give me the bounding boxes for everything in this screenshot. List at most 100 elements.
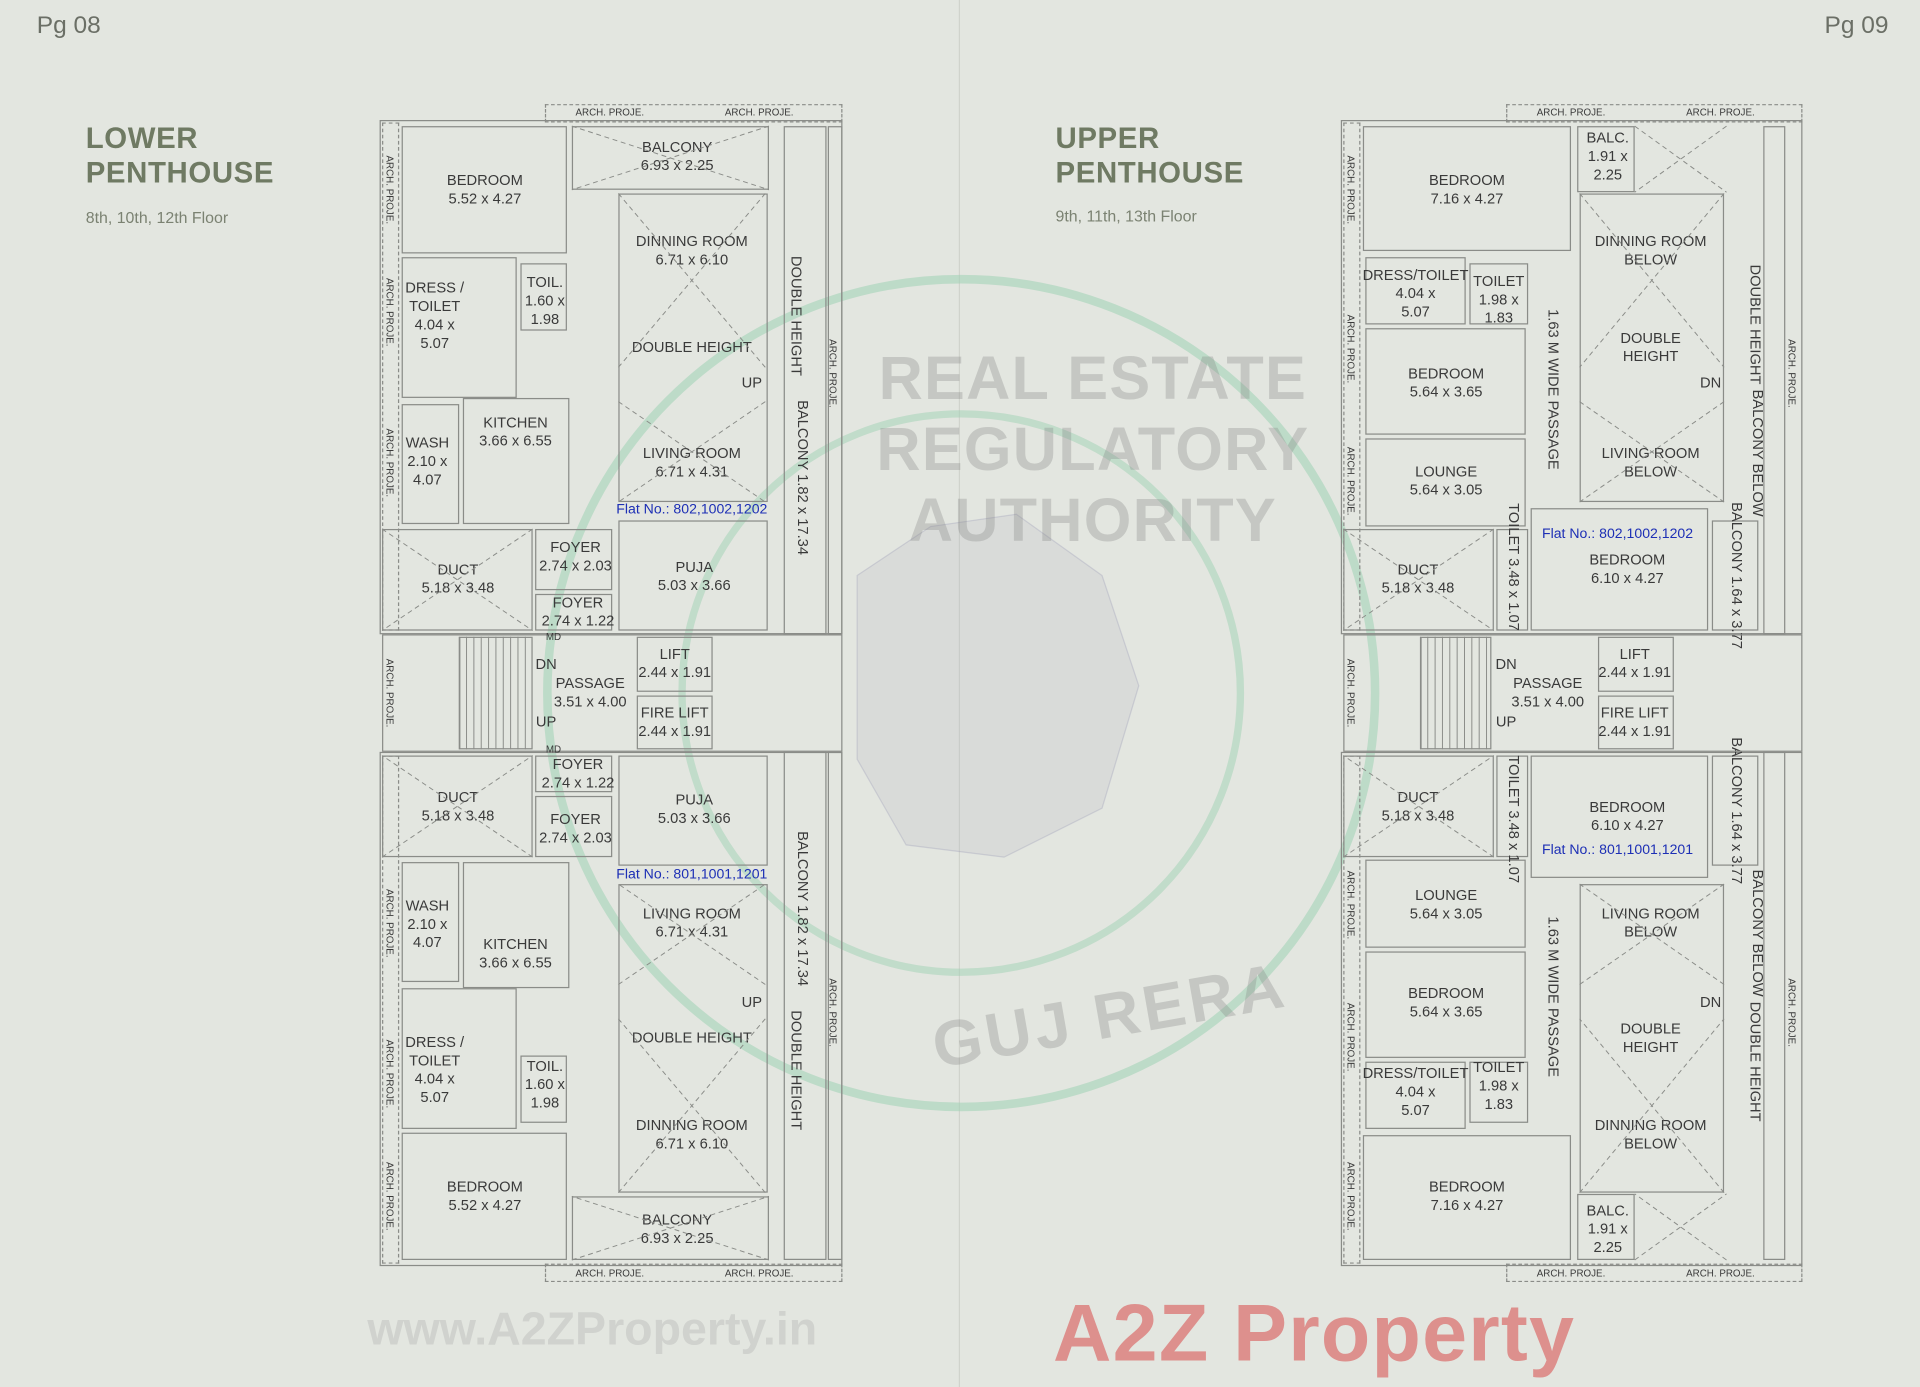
room-dimensions: 2.10 x 4.07 xyxy=(407,915,448,951)
room-label: LOUNGE 5.64 x 3.05 xyxy=(1410,463,1483,500)
room-dimensions: 5.18 x 3.48 xyxy=(1381,806,1455,825)
room-label: BEDROOM 5.64 x 3.65 xyxy=(1408,984,1484,1021)
room-wall xyxy=(462,397,570,525)
room-wall xyxy=(462,862,570,989)
room-name: LOUNGE xyxy=(1415,462,1478,481)
room-name: FOYER xyxy=(550,810,601,828)
arch-projection-label: ARCH. PROJE. xyxy=(383,658,395,728)
room-name: DOUBLE HEIGHT xyxy=(787,1010,806,1131)
room-name: WASH xyxy=(405,896,450,915)
room-dimensions: 4.04 x 5.07 xyxy=(414,315,455,352)
room-label: DN xyxy=(1700,374,1721,392)
room-wall xyxy=(1365,951,1526,1058)
room-dimensions: 7.16 x 4.27 xyxy=(1430,1196,1504,1214)
brand-text: A2Z Property xyxy=(1053,1286,1576,1378)
stair-up-label: UP xyxy=(1495,713,1517,731)
fire-lift-label: FIRE LIFT 2.44 x 1.91 xyxy=(638,704,711,741)
room-wall xyxy=(535,755,613,793)
room-name: DOUBLE HEIGHT xyxy=(787,255,806,376)
room-label: BALCONY 6.93 x 2.25 xyxy=(641,1211,714,1248)
room-dimensions: 2.74 x 2.03 xyxy=(539,557,612,575)
room-wall xyxy=(401,404,460,525)
room-wall xyxy=(1577,126,1635,193)
room-name: BALCONY xyxy=(794,831,812,902)
room-label: KITCHEN 3.66 x 6.55 xyxy=(479,414,552,451)
room-name: DUCT xyxy=(437,560,479,578)
room-wall xyxy=(1365,257,1466,325)
room-label: FOYER 2.74 x 2.03 xyxy=(539,539,612,576)
room-dimensions: 4.04 x 5.07 xyxy=(1395,1083,1436,1119)
flat-number-label: Flat No.: 801,1001,1201 xyxy=(1541,843,1694,858)
stair-down-label: DN xyxy=(535,655,557,673)
room-name: BEDROOM xyxy=(1589,798,1666,816)
room-label: DOUBLE HEIGHT xyxy=(787,1010,805,1130)
fire-lift-shaft xyxy=(636,695,713,750)
title-line-2: PENTHOUSE xyxy=(85,156,275,190)
room-name: TOIL. xyxy=(526,273,564,291)
room-name: DUCT xyxy=(437,788,479,806)
room-label: LIVING ROOM 6.71 x 4.31 xyxy=(643,905,741,942)
main-door-label: MD xyxy=(545,631,562,643)
room-dimensions: 5.03 x 3.66 xyxy=(657,809,731,827)
room-wall xyxy=(1365,1061,1466,1129)
room-dimensions: 1.64 x 3.77 xyxy=(1728,811,1746,885)
arch-projection-label: ARCH. PROJE. xyxy=(827,978,839,1047)
room-label: DINNING ROOM BELOW xyxy=(1595,233,1707,270)
seal-bottom-text: GUJ RERA xyxy=(927,950,1293,1083)
room-name: DOUBLE HEIGHT xyxy=(1620,329,1681,365)
lift-dimensions: 2.44 x 1.91 xyxy=(638,663,712,681)
arch-projection-outline xyxy=(1506,104,1803,123)
room-label: 1.63 M WIDE PASSAGE xyxy=(1543,916,1562,1077)
room-wall xyxy=(1340,120,1803,635)
room-name: DINNING ROOM BELOW xyxy=(1594,232,1707,269)
room-label: DOUBLE HEIGHT xyxy=(787,256,805,376)
fire-lift-dimensions: 2.44 x 1.91 xyxy=(638,722,712,740)
room-name: LIVING ROOM BELOW xyxy=(1601,904,1700,941)
room-label: LIVING ROOM 6.71 x 4.31 xyxy=(643,444,741,481)
room-name: KITCHEN xyxy=(483,413,548,432)
room-name: BEDROOM xyxy=(446,171,523,189)
page-number-right: Pg 09 xyxy=(1824,12,1889,40)
room-dimensions: 6.71 x 6.10 xyxy=(655,251,729,269)
stair-down-label: DN xyxy=(1495,655,1517,673)
room-label: BALCONY 6.93 x 2.25 xyxy=(641,138,714,175)
room-wall xyxy=(535,593,613,631)
room-label: BEDROOM 5.52 x 4.27 xyxy=(447,1178,523,1215)
room-name: DINNING ROOM xyxy=(635,232,748,250)
room-label: DINNING ROOM 6.71 x 6.10 xyxy=(636,233,748,270)
room-label: DINNING ROOM BELOW xyxy=(1595,1117,1707,1154)
room-label: LOUNGE 5.64 x 3.05 xyxy=(1410,887,1483,924)
room-dimensions: 1.91 x 2.25 xyxy=(1587,147,1628,184)
fire-lift-shaft xyxy=(1597,695,1674,750)
room-label: FOYER 2.74 x 1.22 xyxy=(542,594,615,631)
room-name: DUCT xyxy=(1397,788,1439,806)
room-dimensions: 5.64 x 3.65 xyxy=(1409,383,1483,401)
lift-name: LIFT xyxy=(1619,645,1650,663)
room-wall xyxy=(1365,328,1526,435)
room-label: TOILET 3.48 x 1.07 xyxy=(1504,755,1523,883)
fire-lift-name: FIRE LIFT xyxy=(1600,704,1669,722)
room-dimensions: 5.18 x 3.48 xyxy=(421,579,495,597)
arch-projection-label: ARCH. PROJE. xyxy=(383,155,395,225)
core-area xyxy=(382,634,843,752)
room-label: DRESS/TOILET 4.04 x 5.07 xyxy=(1363,1065,1469,1120)
room-label: BEDROOM 6.10 x 4.27 xyxy=(1589,551,1665,588)
room-label: PUJA 5.03 x 3.66 xyxy=(658,791,731,828)
room-label: UP xyxy=(742,374,762,392)
room-dimensions: 6.71 x 6.10 xyxy=(655,1135,729,1153)
room-label: DOUBLE HEIGHT xyxy=(632,1029,752,1047)
room-dimensions: 4.04 x 5.07 xyxy=(414,1070,455,1106)
lift-name: LIFT xyxy=(659,645,690,663)
room-name: BEDROOM xyxy=(1408,984,1485,1002)
room-name: BEDROOM xyxy=(1589,551,1666,569)
room-name: BEDROOM xyxy=(1428,1177,1505,1196)
room-name: WASH xyxy=(405,434,450,452)
room-label: DUCT 5.18 x 3.48 xyxy=(1382,561,1455,598)
room-label: DOUBLE HEIGHT xyxy=(1620,1020,1680,1057)
room-wall xyxy=(1340,751,1803,1267)
room-label: 1.63 M WIDE PASSAGE xyxy=(1543,309,1562,470)
room-wall xyxy=(520,1055,567,1123)
room-label: BALCONY 1.64 x 3.77 xyxy=(1727,502,1745,649)
room-name: LIVING ROOM xyxy=(642,444,741,462)
room-label: DRESS / TOILET 4.04 x 5.07 xyxy=(405,1033,464,1106)
